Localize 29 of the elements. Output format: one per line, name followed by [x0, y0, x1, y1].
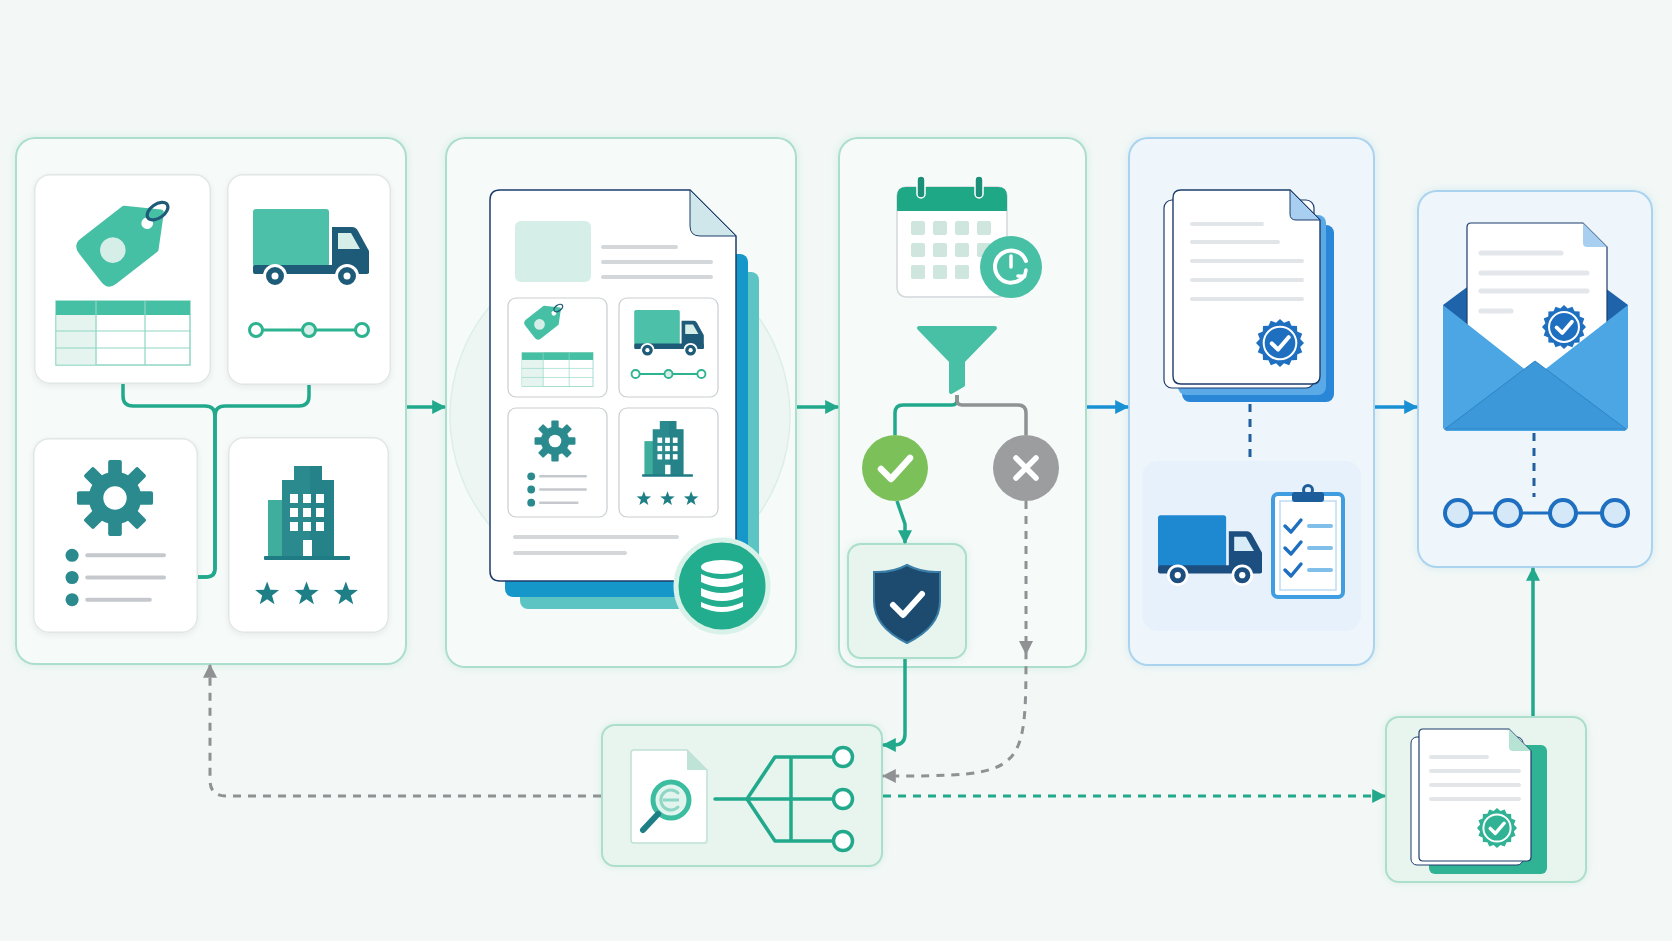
arrow — [797, 400, 840, 414]
delivery-panel — [1417, 190, 1653, 568]
shipping-card — [227, 174, 391, 385]
dashed-connector-line — [1532, 433, 1536, 497]
delivery-card — [1142, 461, 1361, 631]
envelope-document-icon — [1441, 221, 1630, 433]
price-table-card — [34, 174, 211, 384]
settings-card — [33, 438, 198, 633]
document-panel — [445, 137, 797, 668]
arrow — [1375, 400, 1419, 414]
document-card — [1385, 716, 1587, 883]
dashed-arrow — [882, 501, 1033, 783]
dashed-arrow — [883, 789, 1387, 803]
approval-panel — [1128, 137, 1375, 666]
arrow — [895, 500, 912, 545]
certified-document-icon — [1162, 188, 1336, 404]
connector-line — [955, 395, 1028, 435]
arrow — [881, 659, 907, 752]
company-card — [228, 437, 389, 633]
filter-panel — [838, 137, 1087, 668]
arrow — [407, 400, 447, 414]
card-group-panel — [15, 137, 407, 665]
arrow — [1526, 566, 1540, 716]
funnel-icon — [915, 325, 999, 395]
timeline-icon — [1441, 497, 1632, 529]
analysis-card — [601, 724, 883, 867]
dashed-arrow — [203, 663, 601, 798]
shield-card — [847, 543, 967, 659]
arrow — [1087, 400, 1130, 414]
